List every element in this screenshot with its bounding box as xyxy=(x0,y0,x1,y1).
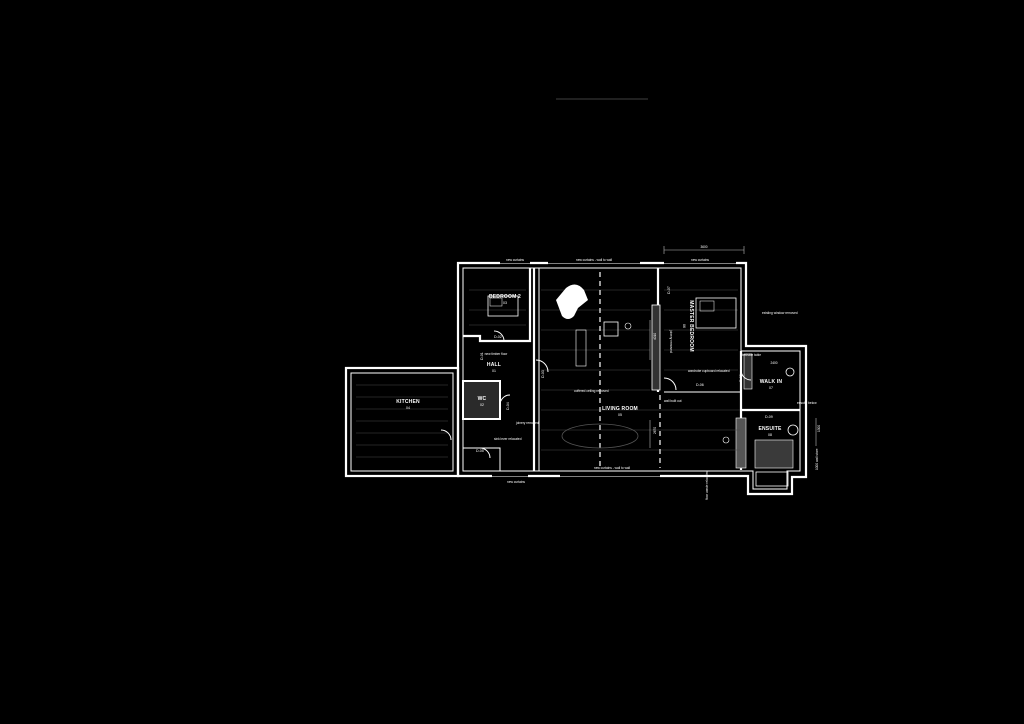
grand-piano-icon xyxy=(556,284,588,319)
kitchen-label: KITCHEN xyxy=(396,399,420,405)
dining-table-icon xyxy=(561,423,639,449)
bed2-icon xyxy=(487,295,519,317)
console-table xyxy=(575,329,587,367)
note-curtains-top-left: new curtains xyxy=(506,258,524,262)
door-d08-swing xyxy=(740,369,752,381)
note-joinery-upper: joinery removed xyxy=(669,329,673,353)
door-d05-swing xyxy=(479,447,491,459)
tag-d02: D-02 xyxy=(494,335,502,339)
master-bed-icon xyxy=(695,297,737,329)
tag-d07: D-07 xyxy=(667,286,671,294)
bath xyxy=(755,471,789,487)
door-d06-swing xyxy=(663,377,677,391)
armchair-icon xyxy=(603,321,619,337)
tag-d05: D-05 xyxy=(476,449,484,453)
dim-living-2: 2670 xyxy=(653,427,657,434)
note-existing-window: existing window removed xyxy=(762,311,798,315)
kitchen-block: KITCHEN 04 xyxy=(344,366,460,478)
tag-d03: D-03 xyxy=(541,370,545,378)
ensuite-code: 08 xyxy=(768,433,772,437)
living-label: LIVING ROOM xyxy=(602,406,638,412)
walkin-shelves xyxy=(743,353,753,390)
kitchen-inner-wall xyxy=(350,372,454,472)
ensuite-vanity xyxy=(735,417,747,469)
note-bedside-table: bedside table xyxy=(742,353,761,357)
furniture xyxy=(487,284,737,449)
dimension-lines xyxy=(649,246,817,448)
bedroom2-walls xyxy=(463,268,532,343)
master-label: MASTER BEDROOM xyxy=(688,300,694,351)
dim-living-1: 4010 xyxy=(653,333,657,340)
tag-d09: D-09 xyxy=(765,415,773,419)
walkin-basin xyxy=(785,367,795,377)
dim-right-small: 2400 xyxy=(770,361,777,365)
shower-tray xyxy=(754,439,794,469)
note-joinery-removed: joinery removed xyxy=(515,421,539,425)
hall-label: HALL xyxy=(487,362,501,368)
walkin-code: 07 xyxy=(769,386,773,390)
note-ensuite: ensuite below xyxy=(797,401,817,405)
door-d02-swing xyxy=(493,330,505,342)
kitchen-door-swing xyxy=(440,429,452,441)
note-curtains-top-right: new curtains xyxy=(691,258,709,262)
walkin-label: WALK IN xyxy=(760,379,783,385)
toilet-icon xyxy=(787,424,799,436)
bed2-pillow-icon xyxy=(489,297,503,307)
note-curtains-bottom-mid: new curtains - wall to wall xyxy=(594,466,630,470)
note-timber-floor: new timber floor xyxy=(485,352,509,356)
wc-walls xyxy=(462,380,501,420)
timber-floor-hatch xyxy=(469,289,740,451)
note-curtains-top-mid: new curtains - wall to wall xyxy=(576,258,612,262)
note-wall-store: 1000 wall store xyxy=(815,448,819,470)
note-wardrobe: wardrobe cupboard relocated xyxy=(688,369,730,373)
hall-code: 01 xyxy=(492,369,496,373)
house-inner-wall xyxy=(462,267,801,490)
doors xyxy=(479,330,752,459)
tag-d06: D-06 xyxy=(696,383,704,387)
dim-top: 3600 xyxy=(700,245,707,249)
door-d03-swing xyxy=(535,359,549,373)
interior-walls xyxy=(462,268,800,487)
tag-d08: D-08 xyxy=(739,374,743,382)
master-pillow-icon xyxy=(699,300,715,312)
wc-label: WC xyxy=(478,396,487,402)
ensuite-label: ENSUITE xyxy=(758,426,782,432)
bedroom2-code: 03 xyxy=(503,301,507,305)
kitchen-code: 04 xyxy=(406,406,410,410)
note-sink-lever: sink lever relocated xyxy=(494,437,522,441)
lamp-icon xyxy=(624,322,632,330)
note-floor-waste: floor waste relocated xyxy=(705,470,709,500)
wc-code: 02 xyxy=(480,403,484,407)
hall-lower-wall xyxy=(463,447,501,471)
light-icon xyxy=(722,436,730,444)
tag-d04: D-04 xyxy=(506,402,510,410)
kitchen-floor-hatch xyxy=(356,384,448,458)
tag-d01: D-01 xyxy=(480,352,484,360)
note-curtains-bottom-left: new curtains xyxy=(507,480,525,484)
joinery-wall xyxy=(651,304,661,391)
note-wall-built-out: wall built out xyxy=(664,399,682,403)
note-coffered-ceiling: coffered ceiling removed xyxy=(574,389,609,393)
door-d04-swing xyxy=(499,394,511,406)
living-code: 05 xyxy=(618,413,622,417)
dim-right-vertical: 1300 xyxy=(817,425,821,432)
bedroom2-label: BEDROOM 2 xyxy=(489,294,521,300)
main-house xyxy=(456,261,808,496)
master-code: 06 xyxy=(682,324,686,328)
